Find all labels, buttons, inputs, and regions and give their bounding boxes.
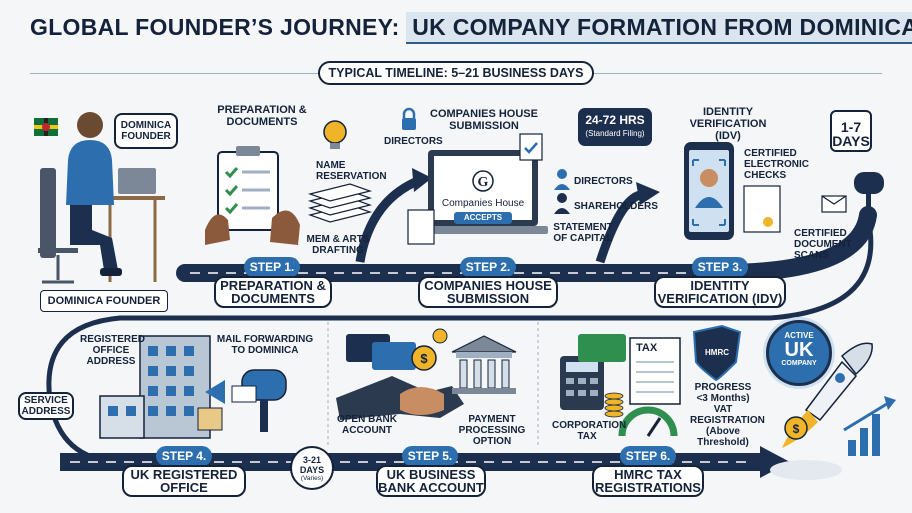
step1-badge: STEP 1. [244, 257, 300, 277]
companies-house-window-label: Companies House [441, 198, 525, 209]
statement-of-capital-label: STATEMENT OF CAPITAL [553, 222, 613, 244]
hmrc-shield-label: HMRC [705, 348, 729, 357]
svg-text:$: $ [793, 422, 800, 436]
name-reservation-label: NAME RESERVATION [316, 160, 387, 182]
timeline-pill: TYPICAL TIMELINE: 5–21 BUSINESS DAYS [318, 61, 594, 85]
idv-days-calendar: 1-7 DAYS [830, 110, 872, 152]
directors-left-label: DIRECTORS [384, 136, 443, 147]
days-value: 3-21 DAYS [299, 455, 325, 475]
open-bank-label: OPEN BANK ACCOUNT [336, 414, 397, 436]
payment-processing-label: PAYMENT PROCESSING OPTION [458, 414, 526, 447]
step4-name: UK REGISTERED OFFICE [122, 465, 246, 497]
step3-heading: IDENTITY VERIFICATION (IDV) [689, 106, 767, 142]
mem-arts-label: MEM & ARTS DRAFTING [306, 234, 370, 256]
directors-label: DIRECTORS [574, 176, 633, 187]
svg-text:G: G [478, 175, 489, 190]
active-line1: ACTIVE [784, 331, 814, 340]
step2-name: COMPANIES HOUSE SUBMISSION [418, 276, 558, 308]
step3-badge: STEP 3. [692, 257, 748, 277]
step2-badge: STEP 2. [460, 257, 516, 277]
accepts-button: ACCEPTS [454, 212, 512, 224]
registered-office-label: REGISTERED OFFICE ADDRESS [80, 334, 146, 367]
step6-name: HMRC TAX REGISTRATIONS [592, 465, 704, 497]
step6-badge: STEP 6. [620, 446, 676, 466]
service-address-bubble: SERVICE ADDRESS [18, 392, 74, 420]
active-line3: COMPANY [781, 360, 817, 367]
founder-tag: DOMINICA FOUNDER [40, 290, 168, 312]
bottom-road-arrow [760, 446, 790, 478]
svg-text:$: $ [420, 351, 428, 366]
filing-hours-sub: (Standard Filing) [585, 129, 645, 138]
corporation-tax-label: CORPORATION TAX [552, 420, 627, 442]
title-part1: GLOBAL FOUNDER’S JOURNEY: [30, 14, 400, 40]
days-varies: (Varies) [300, 475, 324, 482]
progress-label: PROGRESS <3 Months) [694, 382, 752, 404]
days-circle: 3-21 DAYS (Varies) [290, 446, 334, 490]
vat-registration-label: VAT REGISTRATION (Above Threshold) [690, 404, 765, 448]
step3-name: IDENTITY VERIFICATION (IDV) [654, 276, 786, 308]
step1-name: PREPARATION & DOCUMENTS [214, 276, 332, 308]
filing-hours-box: 24-72 HRS (Standard Filing) [578, 108, 652, 146]
page-title: GLOBAL FOUNDER’S JOURNEY: UK COMPANY FOR… [30, 12, 912, 44]
document-scans-label: CERTIFIED DOCUMENT SCANS [794, 228, 852, 261]
tax-label: TAX [636, 342, 658, 354]
founder-bubble: DOMINICA FOUNDER [114, 113, 178, 149]
step2-heading: COMPANIES HOUSE SUBMISSION [430, 108, 538, 132]
title-part2: UK COMPANY FORMATION FROM DOMINICA [406, 12, 912, 44]
step5-badge: STEP 5. [402, 446, 458, 466]
active-line2: UK [784, 339, 814, 361]
mail-forwarding-label: MAIL FORWARDING TO DOMINICA [216, 334, 314, 356]
active-company-badge: ACTIVE UK COMPANY [766, 320, 832, 386]
electronic-checks-label: CERTIFIED ELECTRONIC CHECKS [744, 148, 809, 181]
step1-heading: PREPARATION & DOCUMENTS [217, 104, 307, 128]
step4-badge: STEP 4. [156, 446, 212, 466]
filing-hours: 24-72 HRS [585, 113, 645, 127]
step5-name: UK BUSINESS BANK ACCOUNT [376, 465, 486, 497]
shareholders-label: SHAREHOLDERS [574, 201, 658, 212]
return-road [46, 229, 874, 465]
